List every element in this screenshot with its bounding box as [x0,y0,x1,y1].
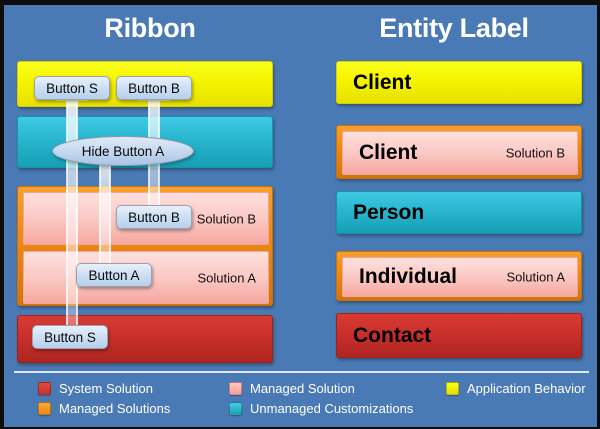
hide-button-a-callout[interactable]: Hide Button A [52,136,194,166]
column-title-entity-label: Entity Label [379,13,529,43]
legend-swatch-icon-system-solution [38,382,51,395]
column-title-ribbon: Ribbon [104,13,196,43]
diagram-stage: Ribbon Entity Label Solution B Solution … [4,5,597,427]
legend-swatch-icon-managed-solution [229,382,242,395]
legend-label-unmanaged-customizations: Unmanaged Customizations [250,401,414,416]
legend-label-managed-solution: Managed Solution [250,381,355,396]
entity-label-individual: Individual [359,265,458,288]
entity-solution-b-label: Solution B [505,145,565,161]
entity-solution-a-label: Solution A [506,269,565,285]
button-a-solution-a[interactable]: Button A [76,263,152,287]
entity-layer-system-solution: Contact [336,313,582,358]
entity-label-client-solution-b: Client [359,141,418,164]
legend-swatch-icon-managed-solutions [38,402,51,415]
legend-swatch-icon-unmanaged-customizations [229,402,242,415]
legend-label-system-solution: System Solution [59,381,153,396]
legend: System Solution Managed Solutions Manage… [14,377,592,423]
ribbon-solution-b-label: Solution B [196,211,256,226]
legend-item-unmanaged-customizations: Unmanaged Customizations [229,401,413,416]
legend-label-managed-solutions: Managed Solutions [59,401,171,416]
button-b-solution-b[interactable]: Button B [116,205,192,229]
button-b-ribbon-top[interactable]: Button B [116,76,192,100]
entity-label-person: Person [353,200,425,224]
entity-inner-solution-b: Client Solution B [342,131,578,175]
entity-label-client-app: Client [353,70,412,94]
ribbon-solution-a-label: Solution A [197,270,256,285]
entity-layer-application-behavior: Client [336,61,582,104]
entity-label-contact: Contact [353,323,432,347]
legend-swatch-icon-application-behavior [446,382,459,395]
entity-layer-unmanaged-customizations: Person [336,191,582,234]
legend-divider [14,371,589,373]
entity-inner-solution-a: Individual Solution A [342,257,578,297]
legend-label-application-behavior: Application Behavior [467,381,586,396]
ribbon-layer-managed-solutions: Solution B Solution A [17,186,273,306]
legend-item-managed-solution: Managed Solution [229,381,355,396]
legend-item-system-solution: System Solution [38,381,153,396]
legend-item-application-behavior: Application Behavior [446,381,586,396]
entity-layer-managed-solution-a: Individual Solution A [336,251,582,301]
entity-layer-managed-solution-b: Client Solution B [336,125,582,179]
button-s-system-solution[interactable]: Button S [32,325,108,349]
legend-item-managed-solutions: Managed Solutions [38,401,170,416]
button-s-ribbon-top[interactable]: Button S [34,76,110,100]
